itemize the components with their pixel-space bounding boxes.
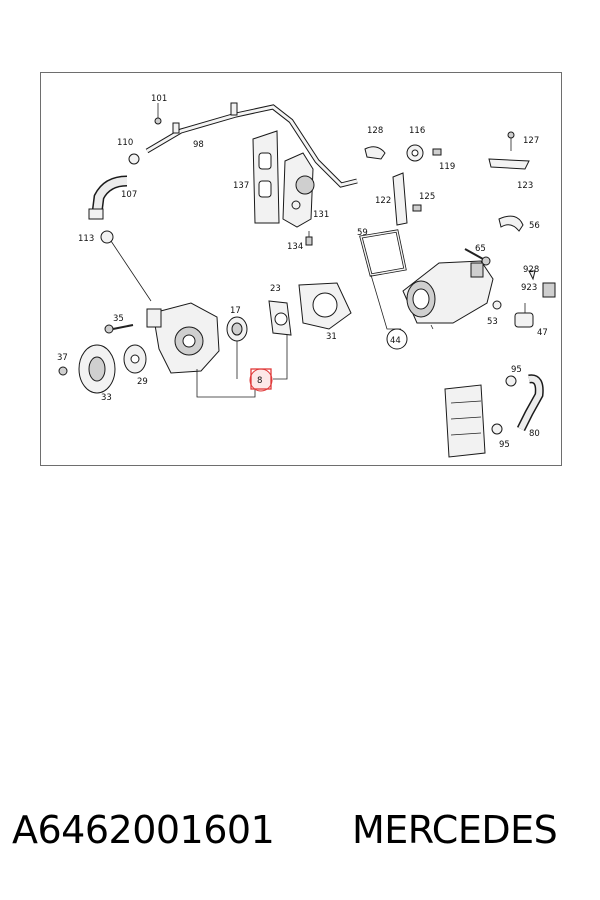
callout-107: 107 <box>121 190 137 200</box>
thermostat-assembly-44 <box>402 260 494 324</box>
callout-65: 65 <box>475 244 486 254</box>
callout-8: 8 <box>257 376 262 386</box>
bolt-125 <box>412 204 422 212</box>
water-pump <box>146 302 220 374</box>
part-caption: A6462001601 MERCEDES <box>0 800 600 870</box>
callout-23: 23 <box>270 284 281 294</box>
sealing-ring-59 <box>359 229 407 277</box>
callout-923: 923 <box>521 283 537 293</box>
callout-44: 44 <box>390 336 401 346</box>
hose-80 <box>516 374 544 432</box>
clip-56 <box>498 215 524 232</box>
callout-37: 37 <box>57 353 68 363</box>
bracket-122 <box>392 172 408 226</box>
bolt-35 <box>104 324 134 334</box>
parts-diagram: 101 98 110 107 113 137 131 134 128 116 1… <box>40 72 562 466</box>
bolt-127 <box>507 131 515 151</box>
hub-29 <box>123 344 147 374</box>
callout-125: 125 <box>419 192 435 202</box>
gasket-23 <box>268 300 292 336</box>
bolt-134 <box>305 231 313 246</box>
bracket-123 <box>488 158 530 170</box>
clip-128 <box>364 146 386 160</box>
callout-95-bottom: 95 <box>499 440 510 450</box>
thermostat-housing-131 <box>282 152 315 228</box>
callout-17: 17 <box>230 306 241 316</box>
callout-128: 128 <box>367 126 383 136</box>
seal-17 <box>226 316 248 342</box>
callout-59: 59 <box>357 228 368 238</box>
part-number: A6462001601 <box>12 808 275 852</box>
pulley-33 <box>78 344 116 394</box>
callout-123: 123 <box>517 181 533 191</box>
callout-131: 131 <box>313 210 329 220</box>
callout-122: 122 <box>375 196 391 206</box>
oil-cooler <box>444 384 486 458</box>
callout-137: 137 <box>233 181 249 191</box>
gasket-137 <box>252 130 280 224</box>
callout-29: 29 <box>137 377 148 387</box>
callout-928: 928 <box>523 265 539 275</box>
brand-name: MERCEDES <box>352 808 558 852</box>
connector-47 <box>514 303 534 328</box>
exploded-view-drawing: 101 98 110 107 113 137 131 134 128 116 1… <box>57 94 556 458</box>
callout-134: 134 <box>287 242 303 252</box>
bolt-119 <box>432 148 442 156</box>
sensor-923 <box>528 270 556 298</box>
bolt-37 <box>58 366 68 376</box>
callout-56: 56 <box>529 221 540 231</box>
callout-53: 53 <box>487 317 498 327</box>
callout-31: 31 <box>326 332 337 342</box>
callout-95-top: 95 <box>511 365 522 375</box>
callout-80: 80 <box>529 429 540 439</box>
bracket-116 <box>406 144 424 162</box>
callout-113: 113 <box>78 234 94 244</box>
gasket-31 <box>298 282 352 330</box>
callout-101: 101 <box>151 94 167 104</box>
callout-119: 119 <box>439 162 455 172</box>
callout-35: 35 <box>113 314 124 324</box>
callout-33: 33 <box>101 393 112 403</box>
hose-107 <box>88 175 128 220</box>
highlight-box <box>250 368 272 390</box>
bolt-65 <box>464 248 491 266</box>
callout-98: 98 <box>193 140 204 150</box>
callout-110: 110 <box>117 138 133 148</box>
coolant-pipe-98 <box>145 102 358 188</box>
callout-47: 47 <box>537 328 548 338</box>
callout-116: 116 <box>409 126 425 136</box>
callout-127: 127 <box>523 136 539 146</box>
